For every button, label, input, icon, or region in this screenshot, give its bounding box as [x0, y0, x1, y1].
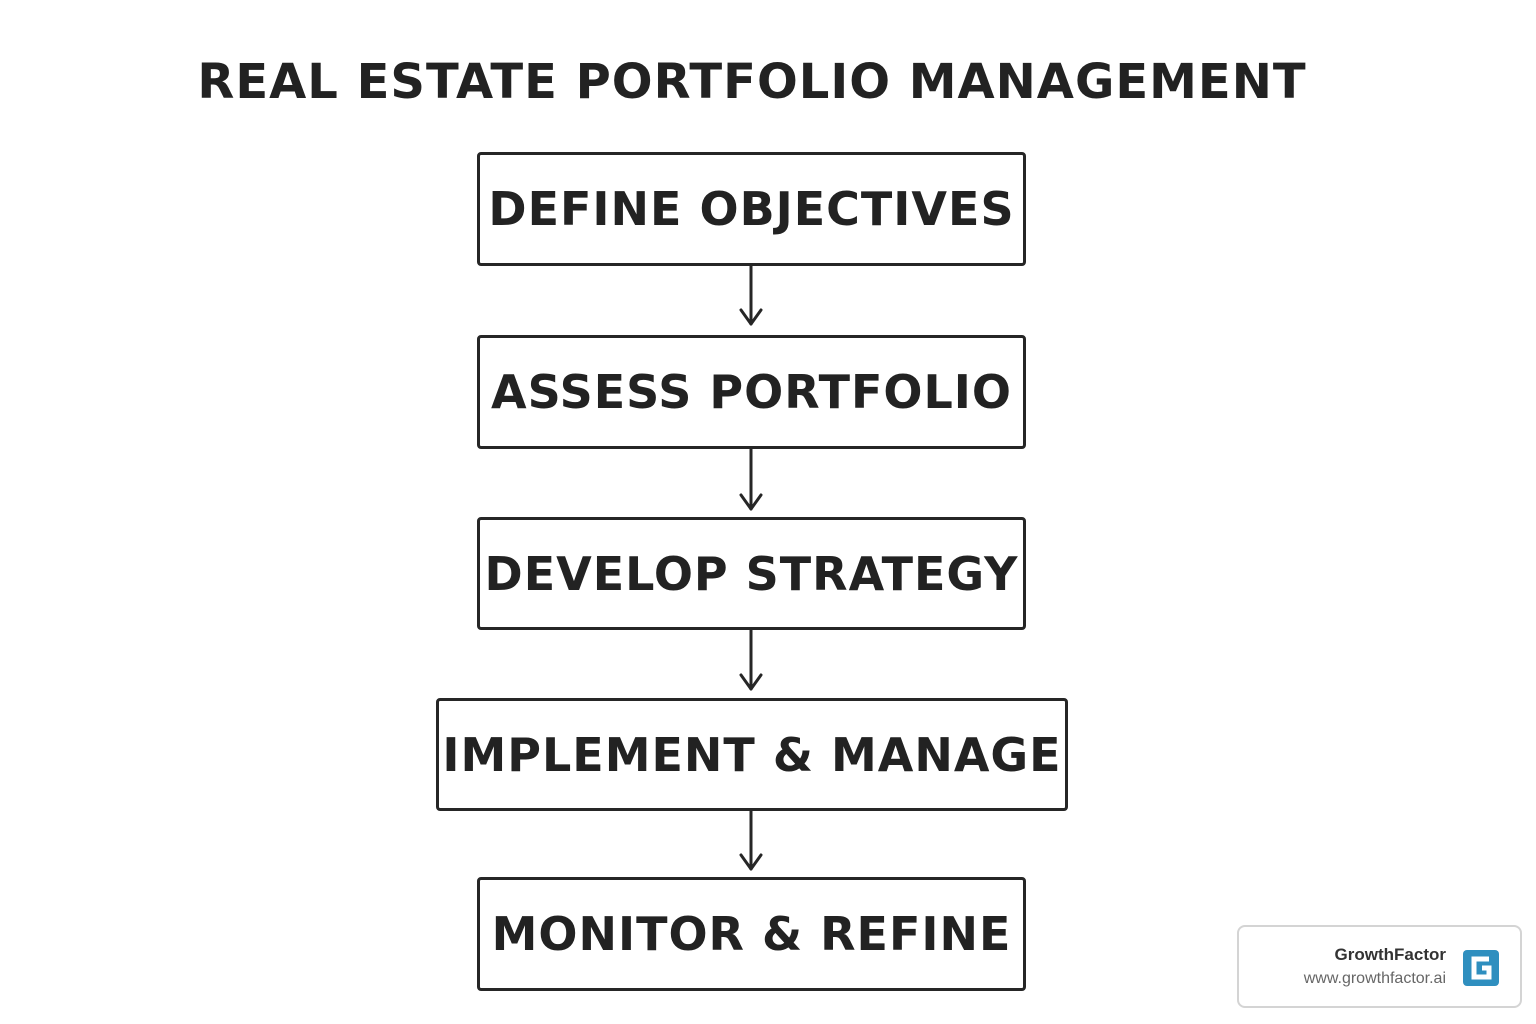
step-label: ASSESS PORTFOLIO — [490, 365, 1013, 419]
brand-name: GrowthFactor — [1334, 945, 1446, 964]
brand-url: www.growthfactor.ai — [1303, 970, 1446, 987]
step-box-develop-strategy: DEVELOP STRATEGY — [477, 517, 1026, 630]
step-label: MONITOR & REFINE — [491, 907, 1012, 961]
arrow-down-icon — [739, 264, 763, 326]
arrow-down-icon — [739, 447, 763, 511]
step-box-implement-manage: IMPLEMENT & MANAGE — [436, 698, 1068, 811]
step-box-assess-portfolio: ASSESS PORTFOLIO — [477, 335, 1026, 449]
step-label: DEVELOP STRATEGY — [484, 546, 1019, 601]
step-label: IMPLEMENT & MANAGE — [442, 727, 1062, 782]
brand-watermark: GrowthFactor www.growthfactor.ai — [1237, 925, 1522, 1008]
growthfactor-logo-icon — [1463, 950, 1499, 986]
arrow-down-icon — [739, 809, 763, 871]
arrow-down-icon — [739, 628, 763, 691]
diagram-title: REAL ESTATE PORTFOLIO MANAGEMENT — [197, 54, 1307, 110]
step-box-monitor-refine: MONITOR & REFINE — [477, 877, 1026, 991]
step-label: DEFINE OBJECTIVES — [488, 182, 1015, 236]
step-box-define-objectives: DEFINE OBJECTIVES — [477, 152, 1026, 266]
